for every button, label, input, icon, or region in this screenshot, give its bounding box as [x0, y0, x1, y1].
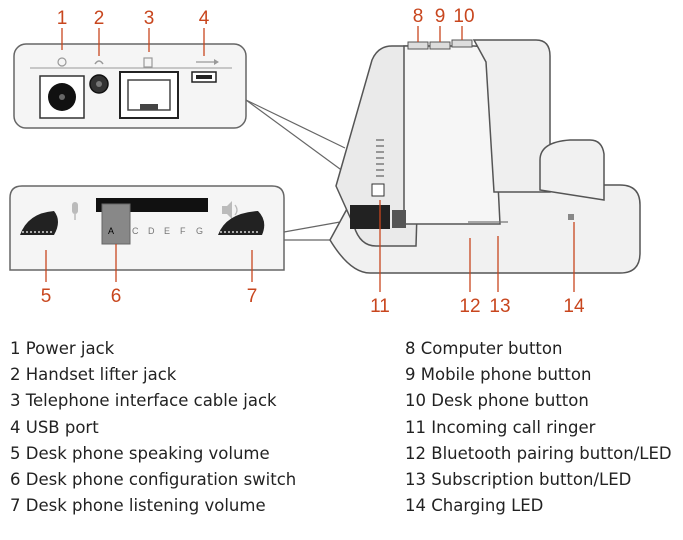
callout-13: 13	[489, 296, 510, 317]
computer-button	[407, 41, 429, 50]
switch-letter: E	[164, 226, 170, 236]
callout-2: 2	[94, 8, 105, 29]
legend-number: 5	[10, 443, 21, 463]
usb-icon	[196, 59, 219, 65]
callout-9: 9	[435, 6, 446, 27]
legend-number: 8	[405, 339, 416, 358]
legend-item: 10 Desk phone button	[405, 388, 672, 414]
legend-label: Bluetooth pairing button/LED	[431, 443, 672, 463]
legend-item: 9 Mobile phone button	[405, 362, 672, 388]
legend-number: 12	[405, 443, 426, 463]
callout-5: 5	[41, 286, 52, 307]
telephone-interface-jack	[119, 71, 179, 119]
power-jack	[39, 75, 85, 119]
switch-letter: A	[108, 226, 114, 236]
callout-10: 10	[453, 6, 474, 27]
legend-label: Desk phone speaking volume	[25, 443, 270, 463]
callout-14: 14	[563, 296, 585, 317]
callout-11: 11	[370, 296, 390, 317]
legend-label: Power jack	[25, 339, 115, 358]
switch-letter: G	[196, 226, 203, 236]
desk-phone-button	[451, 39, 473, 48]
switch-letter: D	[148, 226, 155, 236]
legend-number: 10	[405, 391, 426, 411]
legend-label: Computer button	[420, 339, 563, 358]
listening-volume-wheel	[218, 211, 265, 235]
legend-item: 7 Desk phone listening volume	[10, 493, 296, 519]
switch-letter: F	[180, 226, 186, 236]
base-station	[329, 26, 641, 292]
legend-number: 3	[10, 391, 21, 411]
legend-number: 13	[405, 469, 426, 489]
phone-icon	[143, 57, 153, 68]
power-icon	[57, 57, 67, 67]
legend-label: Telephone interface cable jack	[25, 391, 277, 411]
callout-4: 4	[199, 8, 210, 29]
legend-item: 2 Handset lifter jack	[10, 362, 296, 388]
legend-item: 8 Computer button	[405, 336, 672, 362]
callout-12: 12	[459, 296, 480, 317]
handset-lifter-jack	[89, 74, 109, 94]
legend-item: 13 Subscription button/LED	[405, 467, 672, 493]
legend-number: 4	[10, 417, 21, 437]
legend-label: USB port	[25, 417, 99, 437]
callout-6: 6	[111, 286, 122, 307]
legend-label: Desk phone button	[431, 391, 589, 411]
callout-8: 8	[413, 6, 424, 27]
mobile-phone-button	[429, 41, 451, 50]
legend-label: Incoming call ringer	[431, 417, 596, 437]
legend-label: Mobile phone button	[420, 365, 592, 385]
legend-number: 1	[10, 339, 21, 358]
legend-item: 5 Desk phone speaking volume	[10, 441, 296, 467]
callout-7: 7	[247, 286, 258, 307]
callout-1: 1	[57, 8, 68, 29]
legend-label: Desk phone listening volume	[25, 496, 266, 516]
charging-led	[568, 214, 574, 220]
callout-3: 3	[144, 8, 155, 29]
legend-item: 11 Incoming call ringer	[405, 415, 672, 441]
legend-label: Desk phone configuration switch	[25, 469, 297, 489]
legend-item: 6 Desk phone configuration switch	[10, 467, 296, 493]
usb-port	[191, 71, 217, 83]
legend-label: Subscription button/LED	[431, 469, 632, 489]
legend-label: Handset lifter jack	[25, 365, 177, 385]
speaker-icon	[222, 201, 238, 219]
rear-panel-inset	[13, 43, 356, 181]
legend-left: 1 Power jack 2 Handset lifter jack 3 Tel…	[10, 336, 296, 519]
switch-letter: C	[132, 226, 139, 236]
microphone-icon	[72, 202, 78, 220]
legend-item: 14 Charging LED	[405, 493, 672, 519]
legend-item: 1 Power jack	[10, 336, 296, 362]
legend-number: 11	[405, 417, 426, 437]
legend-number: 14	[405, 496, 426, 516]
handset-icon	[94, 60, 104, 65]
speaking-volume-wheel	[20, 211, 58, 235]
legend-item: 12 Bluetooth pairing button/LED	[405, 441, 672, 467]
legend-number: 9	[405, 365, 416, 385]
legend-right: 8 Computer button 9 Mobile phone button …	[405, 336, 672, 519]
legend-number: 7	[10, 496, 21, 516]
legend-number: 2	[10, 365, 21, 385]
legend-label: Charging LED	[431, 496, 544, 516]
legend-item: 4 USB port	[10, 415, 296, 441]
legend-item: 3 Telephone interface cable jack	[10, 388, 296, 414]
ringer-grille	[371, 139, 385, 197]
legend-number: 6	[10, 469, 21, 489]
